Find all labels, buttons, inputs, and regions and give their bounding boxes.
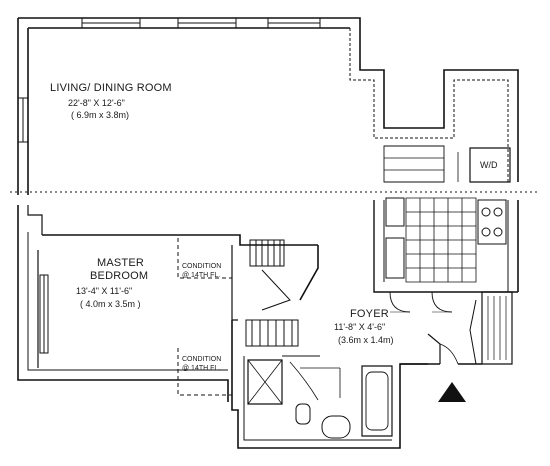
condition-note-upper-line1: CONDITION xyxy=(182,263,222,270)
foyer xyxy=(390,292,512,364)
living-room-dimensions-ft: 22'-8" X 12'-6" xyxy=(68,98,125,108)
bedroom-dimensions-m: ( 4.0m x 3.5m ) xyxy=(80,299,141,309)
foyer-dimensions-ft: 11'-8" X 4'-6" xyxy=(334,322,386,332)
condition-note-upper-line2: @ 14TH FL. xyxy=(182,272,221,279)
foyer-name: FOYER xyxy=(350,308,389,320)
living-room-dimensions-m: ( 6.9m x 3.8m) xyxy=(71,110,130,120)
foyer-dimensions-m: (3.6m x 1.4m) xyxy=(338,335,394,345)
kitchen xyxy=(374,146,518,292)
closet-shelves xyxy=(246,240,298,346)
closets xyxy=(178,238,232,395)
living-room-name: LIVING/ DINING ROOM xyxy=(50,82,172,94)
bedroom-name-line1: MASTER xyxy=(97,257,145,269)
condition-note-lower-line2: @ 14TH FL. xyxy=(182,365,221,372)
bedroom-dimensions-ft: 13'-4" X 11'-6" xyxy=(76,286,133,296)
washer-dryer-label: W/D xyxy=(480,160,498,170)
condition-note-lower-line1: CONDITION xyxy=(182,356,222,363)
bathroom xyxy=(232,320,440,448)
windows xyxy=(18,18,320,353)
entry-marker-icon xyxy=(438,382,466,402)
bedroom-name-line2: BEDROOM xyxy=(90,270,149,282)
